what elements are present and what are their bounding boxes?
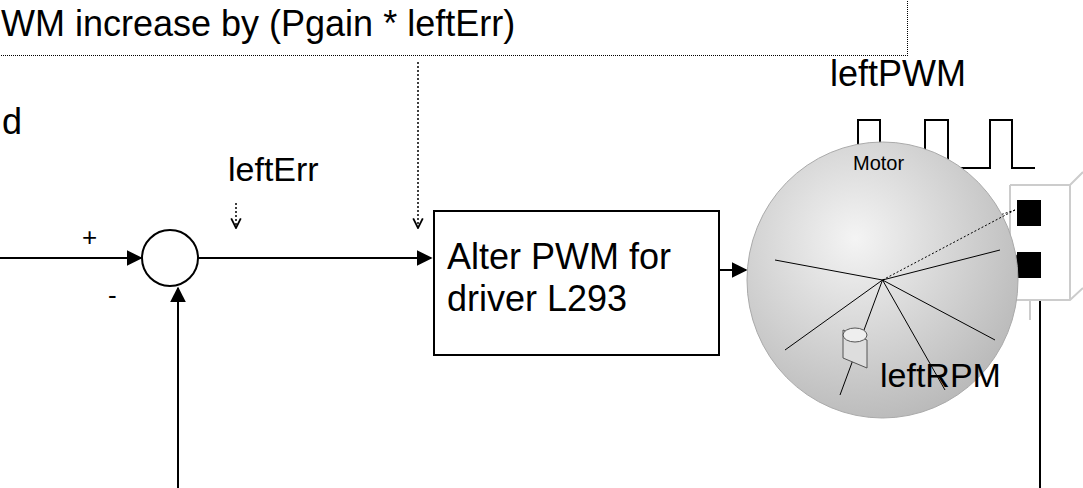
sign-mark: + [82, 224, 97, 250]
summing-junction [142, 230, 198, 286]
signal-name: leftErr [228, 152, 319, 186]
feedback-wire [1039, 300, 1041, 488]
error-wire [198, 257, 431, 259]
cropped-text: d [2, 104, 22, 140]
feedback-wire [177, 288, 179, 488]
callout-arrow [235, 203, 237, 228]
signal-arrow [720, 269, 746, 271]
sign-mark: - [108, 282, 117, 308]
input-wire [0, 257, 141, 259]
process-box: Alter PWM for driver L293 [433, 210, 720, 356]
callout-arrow [417, 62, 419, 228]
encoder-sensor [1010, 172, 1083, 320]
callout-box: WM increase by (Pgain * leftErr) [0, 0, 908, 56]
signal-name: leftRPM [880, 358, 1001, 392]
signal-name: leftPWM [830, 56, 966, 92]
part-name: Motor [853, 152, 1020, 176]
node-text: Alter PWM for driver L293 [447, 236, 672, 321]
node-text: WM increase by (Pgain * leftErr) [1, 3, 907, 45]
